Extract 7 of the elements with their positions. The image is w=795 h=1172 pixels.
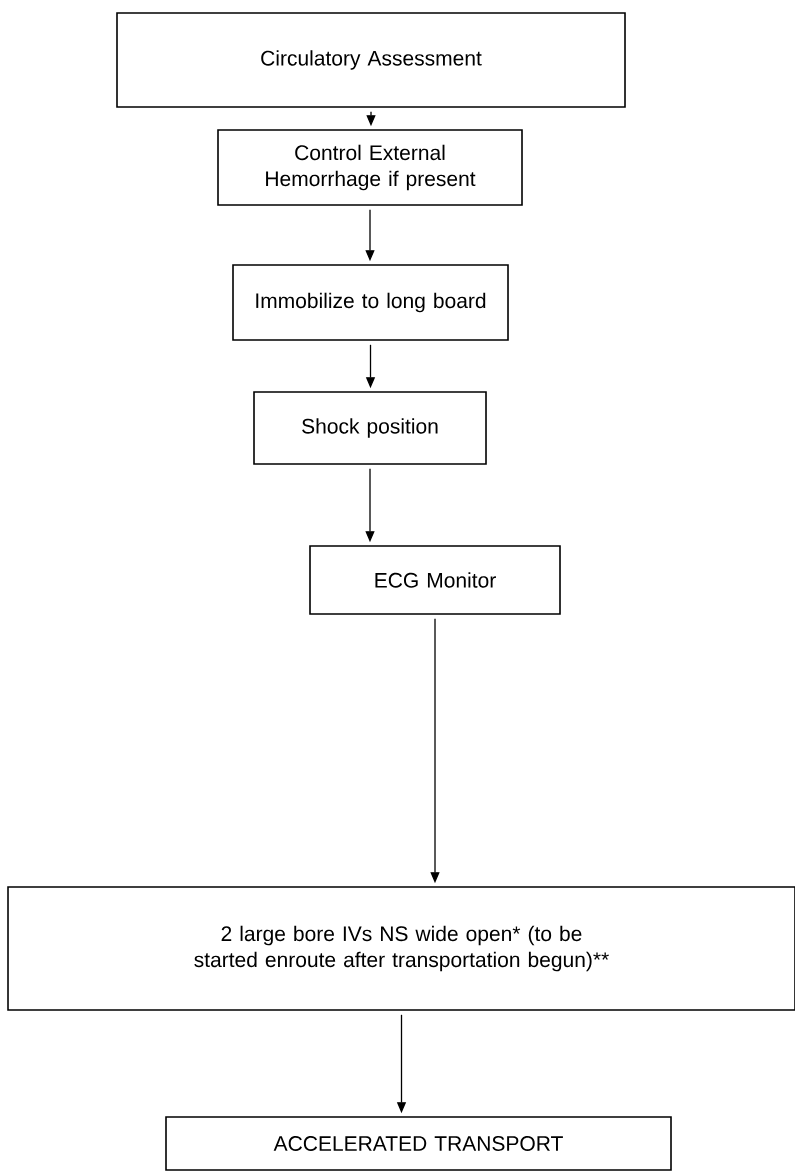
process-box: ACCELERATED TRANSPORT xyxy=(165,1116,672,1171)
process-box: 2 large bore IVs NS wide open* (to be started enroute after transportation begun)** xyxy=(7,886,795,1011)
process-box: Shock position xyxy=(253,391,487,465)
process-box: Control External Hemorrhage if present xyxy=(217,129,523,206)
process-box: ECG Monitor xyxy=(309,545,561,615)
process-box: Immobilize to long board xyxy=(232,264,509,341)
process-box: Circulatory Assessment xyxy=(116,12,626,108)
